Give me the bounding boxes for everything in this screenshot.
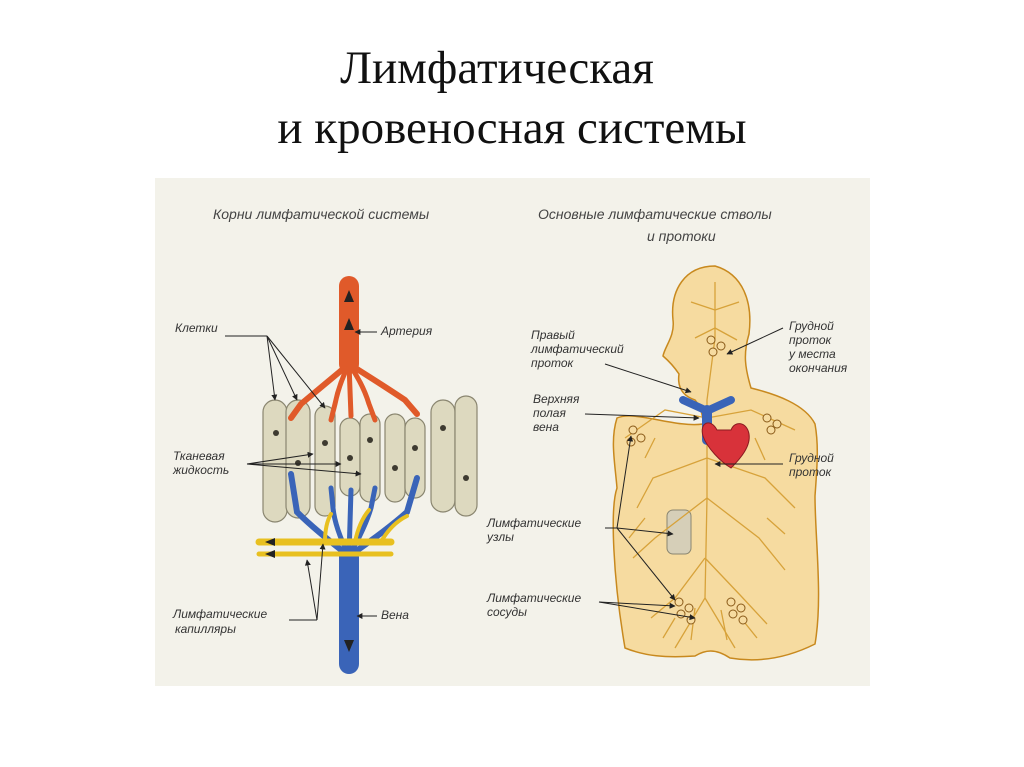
label-nodes-2: узлы [486, 530, 514, 544]
right-panel-heading-2: и протоки [647, 228, 716, 244]
lymph-capillary [255, 508, 409, 557]
label-right-duct-2: лимфатический [530, 342, 624, 356]
label-thoracic-1: Грудной [789, 451, 834, 465]
label-right-duct-1: Правый [531, 328, 575, 342]
tissue-cells [262, 395, 478, 523]
right-panel-heading-1: Основные лимфатические стволы [538, 206, 772, 222]
label-vein: Вена [381, 608, 409, 622]
right-leader-lines [584, 327, 784, 621]
label-svc-1: Верхняя [533, 392, 580, 406]
slide-title: Лимфатическая и кровеносная системы [0, 38, 1024, 158]
label-svc-3: вена [533, 420, 559, 434]
label-capillaries-2: капилляры [175, 622, 236, 636]
label-capillaries-1: Лимфатические [172, 607, 267, 621]
diagram-figure: Корни лимфатической системы [155, 178, 870, 686]
liver-organ [666, 509, 692, 555]
label-thoracic-end-3: у места [788, 347, 836, 361]
label-right-duct-3: проток [531, 356, 574, 370]
heart-icon [701, 422, 750, 469]
label-tissue-fluid-2: жидкость [172, 463, 229, 477]
slide-title-line-2: и кровеносная системы [277, 102, 747, 154]
label-nodes-1: Лимфатические [486, 516, 581, 530]
label-vessels-2: сосуды [487, 605, 527, 619]
artery-vessel [288, 276, 420, 423]
label-artery: Артерия [380, 324, 433, 338]
label-thoracic-end-4: окончания [789, 361, 848, 375]
label-thoracic-end-1: Грудной [789, 319, 834, 333]
human-body-silhouette [612, 265, 820, 661]
left-panel-heading: Корни лимфатической системы [213, 206, 430, 222]
label-svc-2: полая [533, 406, 566, 420]
left-leader-lines [225, 329, 377, 621]
lymph-vessel-network [624, 282, 796, 649]
slide-title-line-1: Лимфатическая [340, 42, 654, 94]
label-thoracic-2: проток [789, 465, 832, 479]
lymph-nodes [626, 335, 782, 625]
flow-arrows [265, 290, 354, 652]
label-cells: Клетки [175, 321, 218, 335]
label-tissue-fluid-1: Тканевая [173, 449, 225, 463]
diagram-svg: Корни лимфатической системы [172, 206, 848, 674]
label-vessels-1: Лимфатические [486, 591, 581, 605]
label-thoracic-end-2: проток [789, 333, 832, 347]
